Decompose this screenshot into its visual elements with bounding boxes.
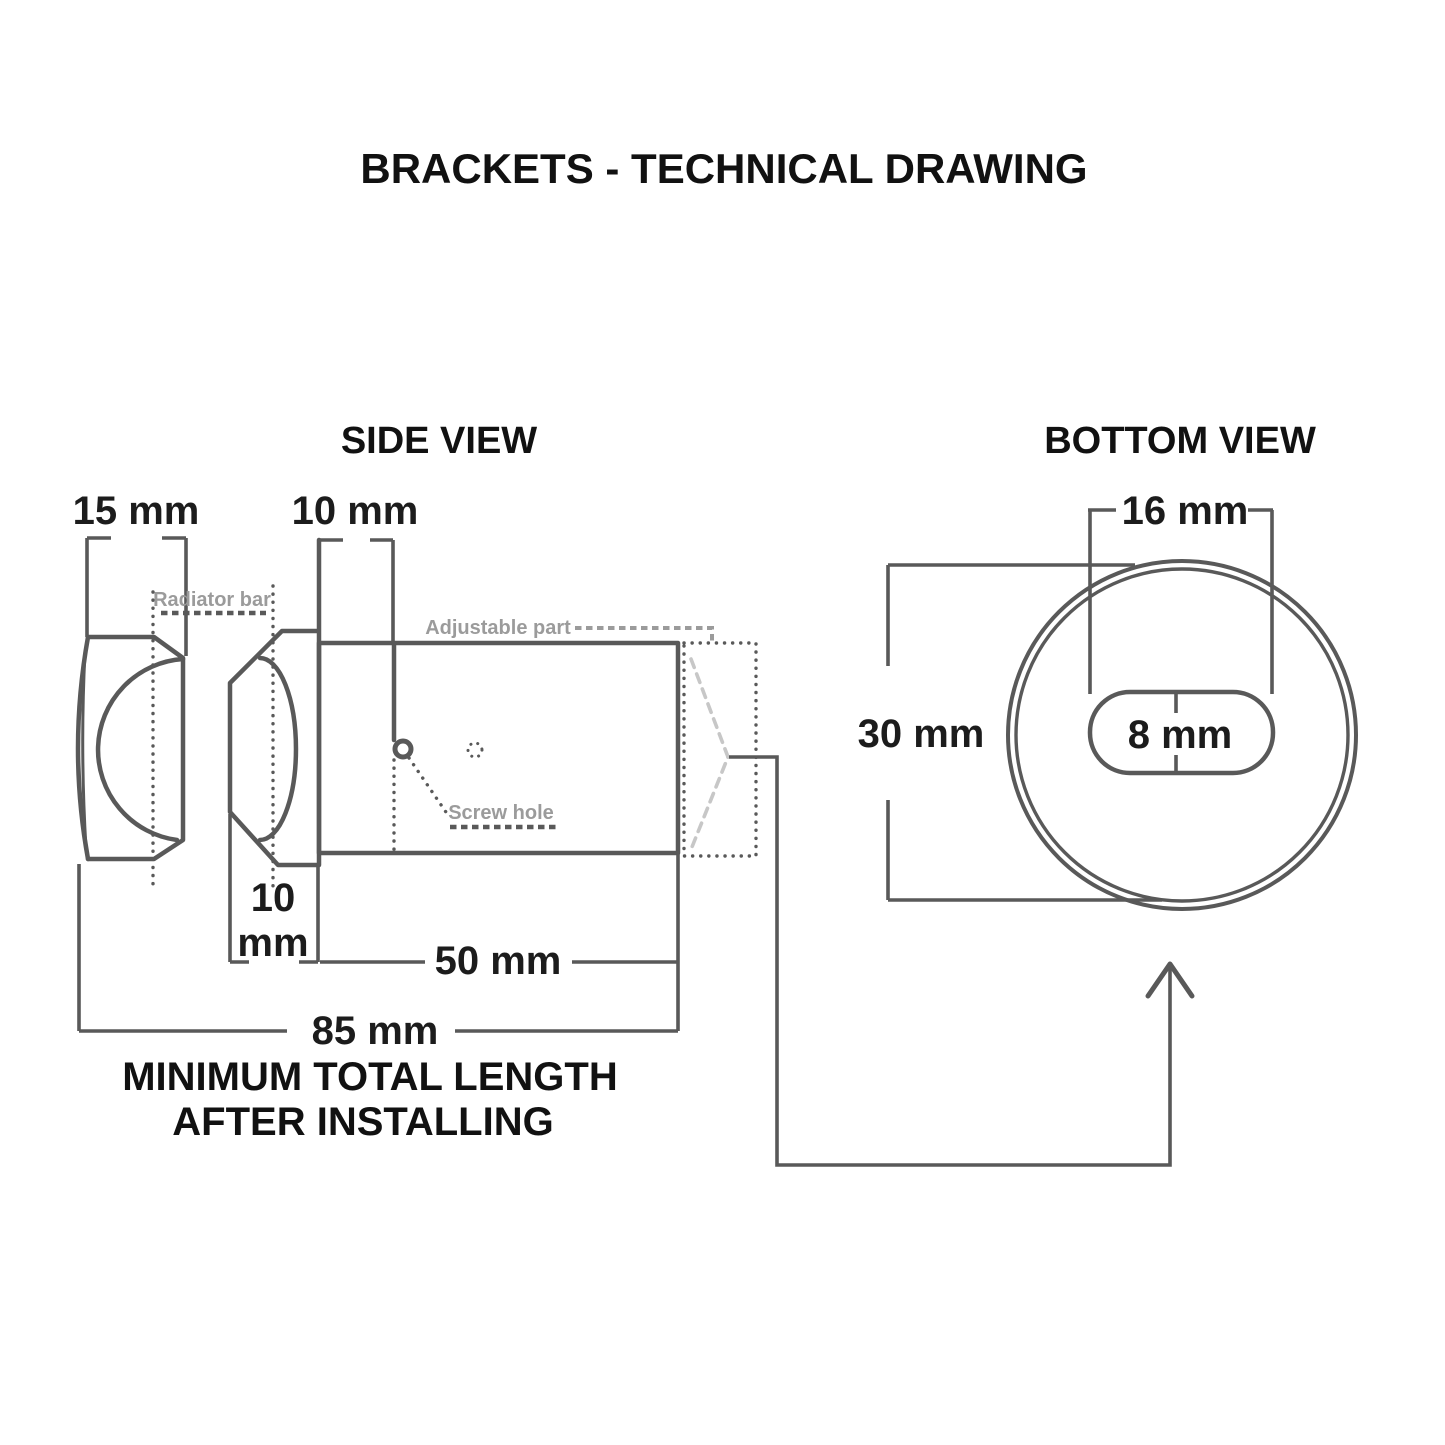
dim-10mm-bottom-bracket: 10 mm [228, 814, 320, 965]
connector-path [729, 755, 1172, 1167]
arrow-head-icon [1145, 961, 1195, 999]
dim-10mm-top-bracket: 10 mm [292, 489, 419, 643]
dim-85mm-label: 85 mm [312, 1009, 439, 1053]
dim-30mm-label: 30 mm [858, 712, 985, 756]
hook-cap-outline [85, 634, 186, 862]
screw-hole-circle [392, 738, 414, 760]
dim-8mm-label: 8 mm [1128, 713, 1233, 757]
adjustable-part-label: Adjustable part [425, 617, 571, 639]
radiator-bar-annotation: Radiator bar [151, 584, 275, 895]
bottom-view-drawing: 16 mm 8 mm 30 mm [858, 489, 1358, 911]
hook-cap-piece [75, 634, 186, 862]
dim-15mm-label: 15 mm [73, 489, 200, 533]
ghost-outline-rect [682, 641, 758, 858]
screw-hole-label: Screw hole [448, 802, 554, 824]
dim-15mm-bracket: 15 mm [73, 489, 200, 656]
outer-circle [1006, 559, 1358, 911]
body-rectangle [316, 640, 681, 856]
adjustable-part-leader-dashes [575, 626, 714, 643]
hook-cap-inner-lip [81, 650, 88, 850]
ghost-chevron [688, 657, 730, 854]
page-title: BRACKETS - TECHNICAL DRAWING [360, 145, 1087, 192]
inner-circle [1014, 567, 1350, 903]
connector-arrow [729, 755, 1195, 1167]
side-view-heading: SIDE VIEW [341, 420, 537, 462]
screw-hole-annotation: Screw hole [391, 640, 557, 854]
dim-10mm-bottom-value: 10 [251, 876, 296, 920]
bottom-view-heading: BOTTOM VIEW [1044, 420, 1316, 462]
note-line-1: MINIMUM TOTAL LENGTH [122, 1055, 618, 1099]
adjustable-part-annotation: Adjustable part [425, 617, 758, 858]
dim-16mm-bracket: 16 mm [1088, 489, 1274, 694]
dim-50mm: 50 mm [320, 853, 680, 1031]
dim-10mm-top-label: 10 mm [292, 489, 419, 533]
dim-85mm: 85 mm [77, 864, 678, 1053]
side-view-drawing: 15 mm 10 mm Radiator bar [73, 489, 758, 1144]
dim-16mm-label: 16 mm [1122, 489, 1249, 533]
jaw-socket-arc [257, 655, 299, 843]
dim-30mm-bracket: 30 mm [858, 563, 1162, 902]
pilot-hole-dotted-circle [466, 741, 484, 759]
radiator-bar-label: Radiator bar [153, 589, 271, 611]
slot-outline [1087, 689, 1276, 776]
note-line-2: AFTER INSTALLING [172, 1100, 553, 1144]
screw-hole-leader-line [407, 756, 452, 820]
hook-cap-ball-arc [95, 656, 186, 843]
jaw-outline [227, 628, 321, 868]
dim-50mm-label: 50 mm [435, 939, 562, 983]
dim-10mm-bottom-unit: mm [237, 921, 308, 965]
